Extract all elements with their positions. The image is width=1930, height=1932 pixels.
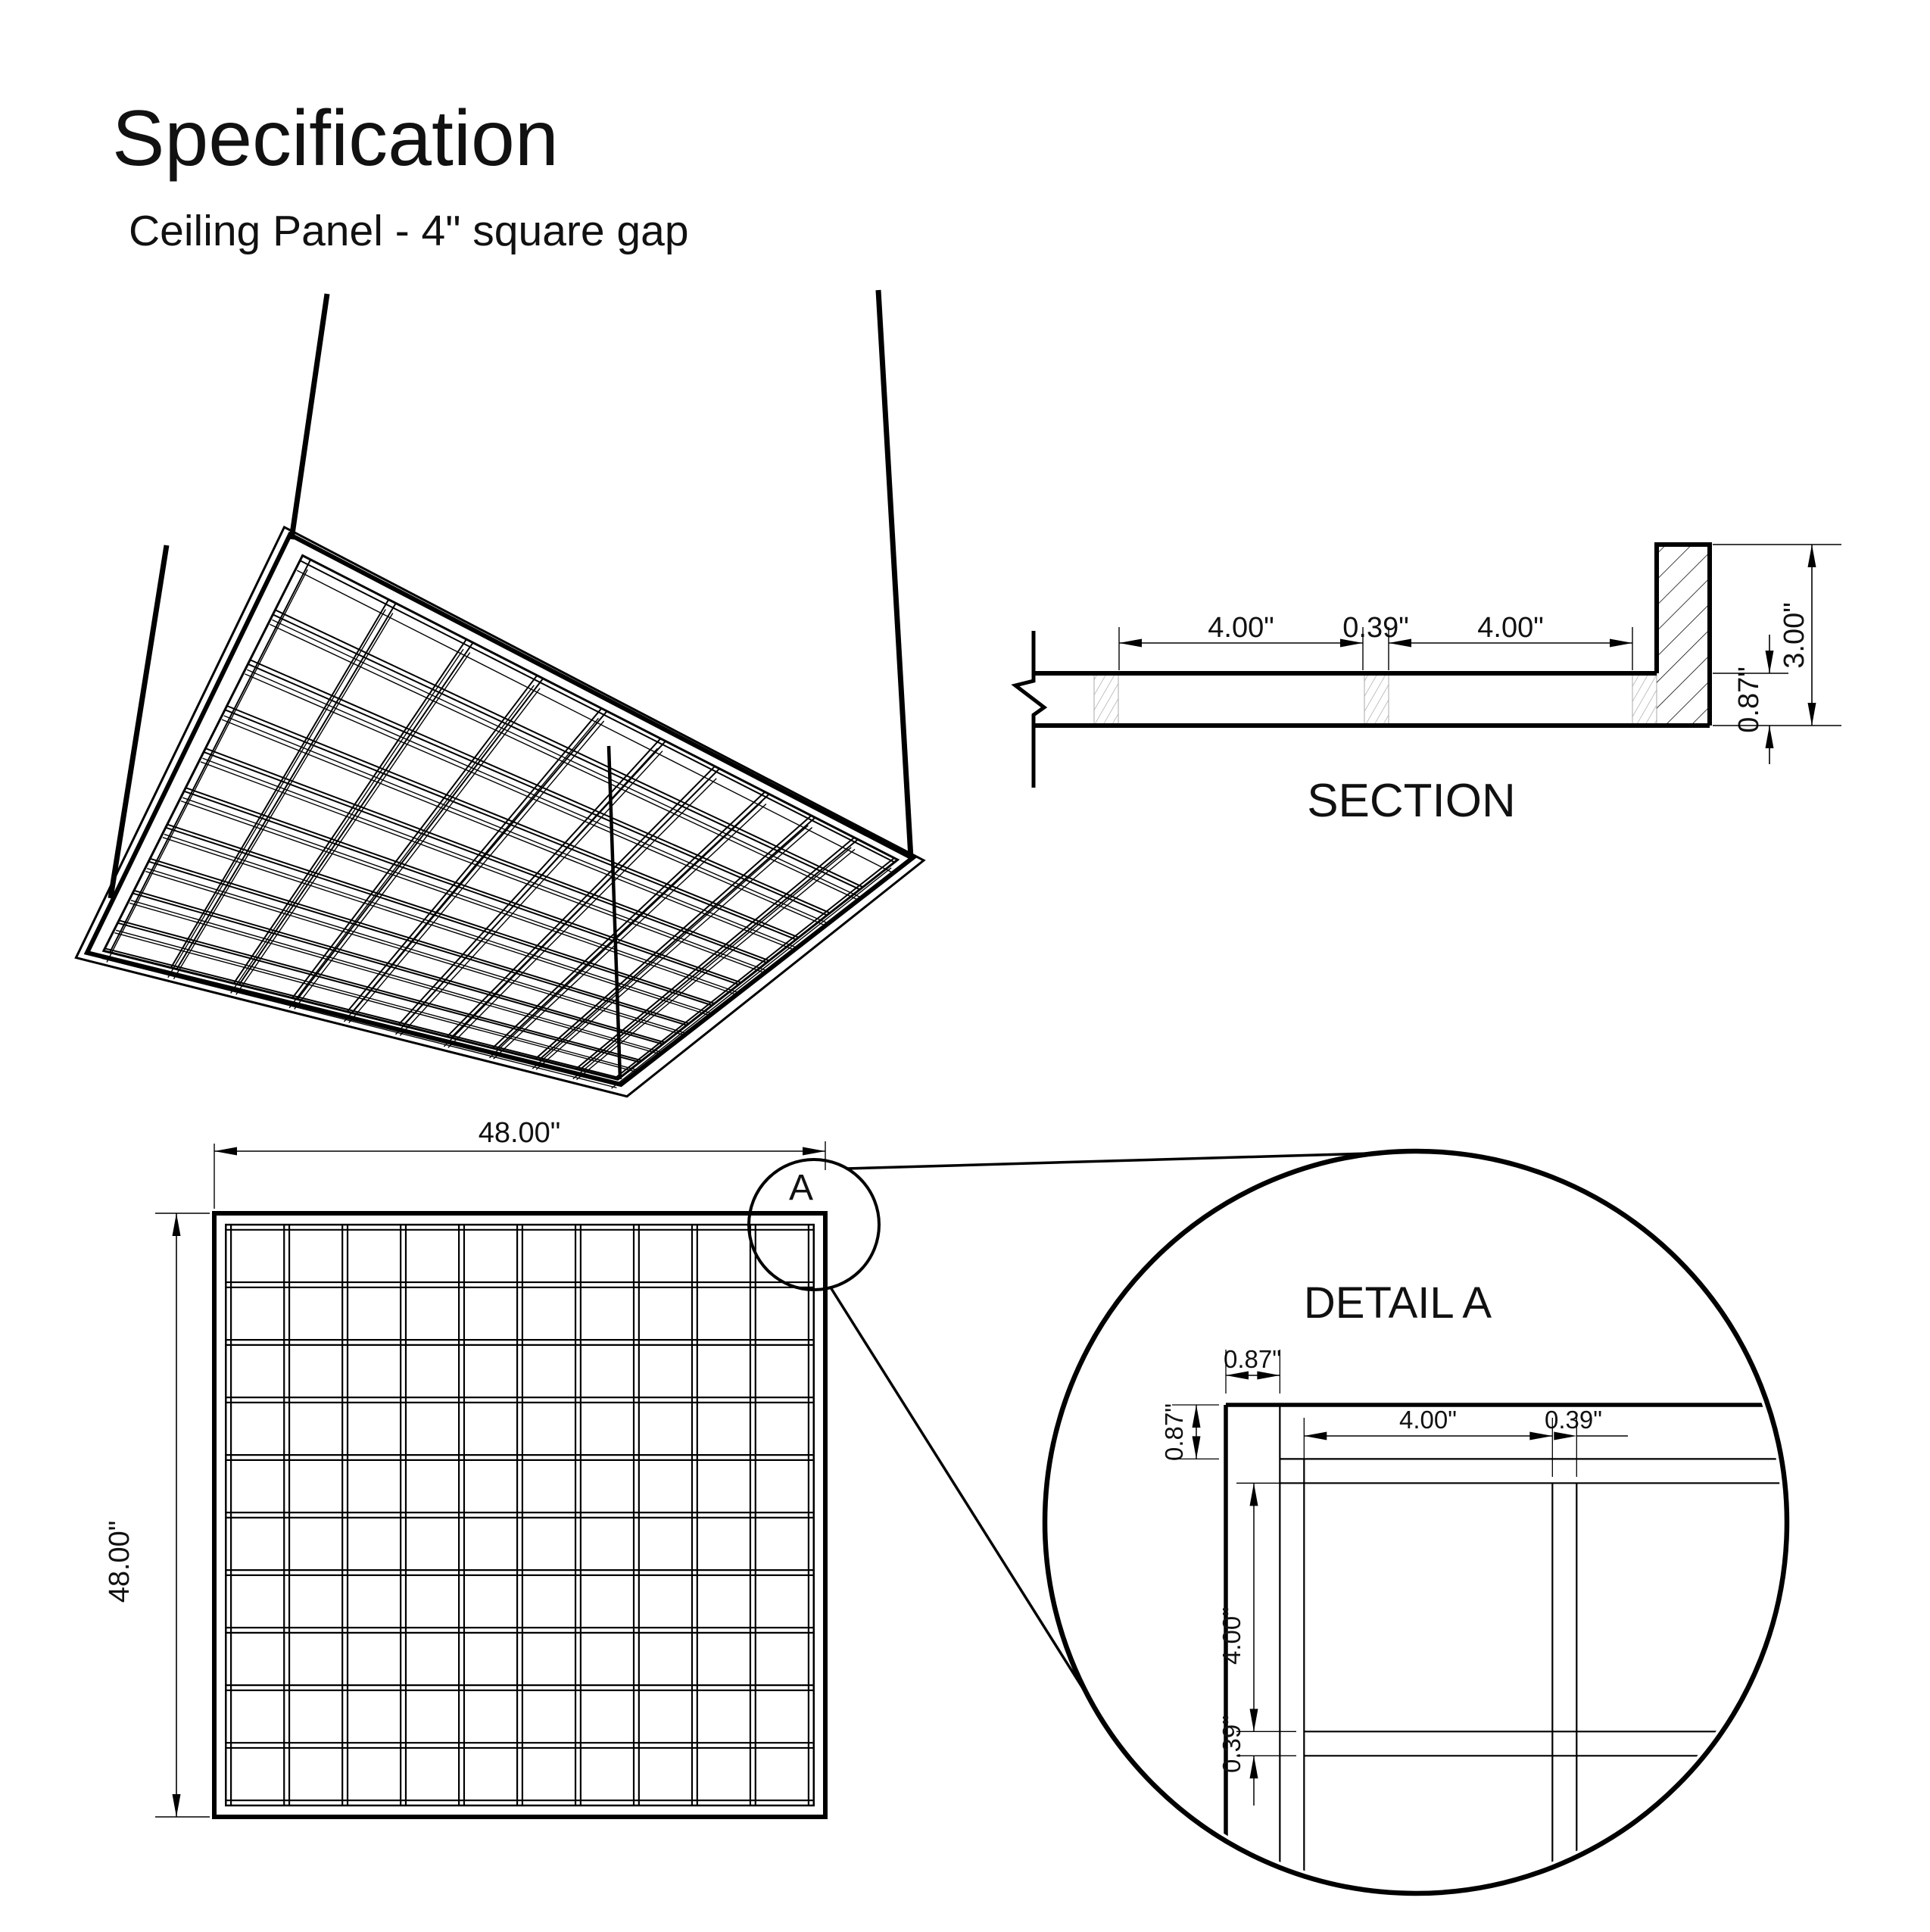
plan-view: 48.00" 48.00" A bbox=[104, 1117, 1423, 1819]
section-dim-thickness: 0.87" bbox=[1733, 666, 1765, 732]
detail-view: DETAIL A 0.87" 0.87" 4.00" 0.39" 4.00" 0… bbox=[1042, 1148, 1790, 1896]
detail-leader-upper bbox=[846, 1150, 1423, 1170]
section-view-label: SECTION bbox=[1307, 775, 1516, 827]
isometric-view bbox=[74, 289, 926, 1098]
detail-callout: A bbox=[747, 1150, 1423, 1736]
detail-dim-border-top: 0.87" bbox=[1224, 1345, 1281, 1373]
plan-dim-height: 48.00" bbox=[104, 1521, 136, 1603]
detail-view-label: DETAIL A bbox=[1304, 1278, 1492, 1328]
detail-boundary-circle bbox=[1042, 1148, 1790, 1896]
section-dim-cell-left: 4.00" bbox=[1208, 612, 1274, 644]
detail-dim-cell-height: 4.00" bbox=[1218, 1607, 1246, 1665]
plan-geometry bbox=[212, 1211, 828, 1819]
plan-dim-width: 48.00" bbox=[479, 1117, 561, 1149]
detail-dim-cell-width: 4.00" bbox=[1399, 1406, 1457, 1434]
section-dimensions: 4.00" 0.39" 4.00" 0.87" 3.00" bbox=[1118, 544, 1841, 764]
plan-dimensions: 48.00" 48.00" bbox=[104, 1117, 826, 1818]
detail-callout-circle bbox=[747, 1158, 881, 1291]
detail-leader-lower bbox=[829, 1287, 1114, 1736]
detail-callout-letter: A bbox=[789, 1168, 813, 1208]
detail-dim-rib-height: 0.39" bbox=[1218, 1715, 1246, 1773]
header: Specification Ceiling Panel - 4" square … bbox=[112, 95, 689, 255]
section-dim-cell-right: 4.00" bbox=[1477, 612, 1543, 644]
section-geometry bbox=[1011, 542, 1712, 788]
detail-dim-rib-width: 0.39" bbox=[1545, 1406, 1602, 1434]
detail-geometry bbox=[1224, 1403, 1782, 1888]
section-dim-rib: 0.39" bbox=[1342, 612, 1408, 644]
page-title: Specification bbox=[112, 95, 559, 183]
detail-dimensions: 0.87" 0.87" 4.00" 0.39" 4.00" 0.39" bbox=[1160, 1345, 1628, 1806]
detail-dim-border-left: 0.87" bbox=[1160, 1403, 1188, 1461]
section-dim-flange-height: 3.00" bbox=[1779, 602, 1810, 668]
section-view: 4.00" 0.39" 4.00" 0.87" 3.00" SECTION bbox=[1011, 542, 1841, 827]
page-subtitle: Ceiling Panel - 4" square gap bbox=[129, 207, 689, 255]
